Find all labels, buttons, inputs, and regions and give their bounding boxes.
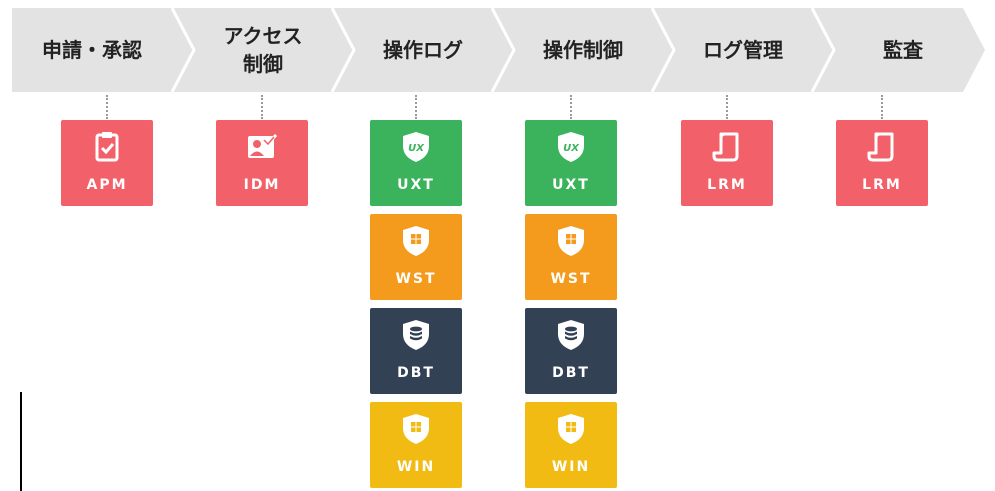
windows-shield-icon — [401, 412, 431, 446]
windows-shield-icon — [401, 224, 431, 258]
process-arrow-bar — [12, 7, 985, 93]
product-tile-lrm[interactable]: LRM — [836, 120, 928, 206]
dotted-connector — [726, 95, 728, 119]
dotted-connector — [415, 95, 417, 119]
chevron-divider — [170, 7, 196, 93]
product-tile-wst[interactable]: WST — [525, 214, 617, 300]
scroll-icon — [712, 130, 742, 164]
product-tile-apm[interactable]: APM — [61, 120, 153, 206]
chevron-step-2 — [172, 8, 354, 92]
product-tile-dbt[interactable]: DBT — [525, 308, 617, 394]
dotted-connector — [570, 95, 572, 119]
step-label: 操作制御 — [543, 38, 623, 62]
chevron-step-3 — [332, 8, 514, 92]
windows-shield-icon — [556, 224, 586, 258]
id-card-check-icon — [247, 130, 278, 164]
product-tile-idm[interactable]: IDM — [216, 120, 308, 206]
ux-shield-icon: UX — [556, 130, 586, 164]
product-code-label: WST — [550, 271, 592, 287]
product-code-label: WST — [395, 271, 437, 287]
product-code-label: IDM — [243, 177, 281, 193]
chevron-step-6 — [812, 8, 985, 92]
step-label: ログ管理 — [703, 38, 783, 62]
product-tile-uxt[interactable]: UX UXT — [370, 120, 462, 206]
dotted-connector — [106, 95, 108, 119]
product-code-label: APM — [86, 177, 128, 193]
chevron-step-5 — [652, 8, 834, 92]
chevron-divider — [490, 7, 516, 93]
windows-shield-icon — [556, 412, 586, 446]
product-tile-lrm[interactable]: LRM — [681, 120, 773, 206]
chevron-divider — [650, 7, 676, 93]
vertical-divider-line — [20, 392, 22, 491]
chevron-divider — [330, 7, 356, 93]
chevron-divider — [810, 7, 836, 93]
product-code-label: WIN — [396, 459, 436, 475]
product-code-label: DBT — [397, 365, 435, 381]
svg-text:UX: UX — [563, 143, 580, 154]
product-code-label: LRM — [707, 177, 747, 193]
clipboard-check-icon — [92, 130, 122, 164]
product-code-label: LRM — [862, 177, 902, 193]
step-label: 監査 — [883, 38, 923, 62]
product-tile-uxt[interactable]: UX UXT — [525, 120, 617, 206]
product-tile-dbt[interactable]: DBT — [370, 308, 462, 394]
product-code-label: WIN — [551, 459, 591, 475]
svg-text:UX: UX — [408, 143, 425, 154]
database-shield-icon — [401, 318, 431, 352]
dotted-connector — [881, 95, 883, 119]
product-code-label: DBT — [552, 365, 590, 381]
product-tile-win[interactable]: WIN — [370, 402, 462, 488]
step-label: 申請・承認 — [42, 38, 142, 62]
chevron-step-1 — [12, 8, 194, 92]
dotted-connector — [261, 95, 263, 119]
scroll-icon — [867, 130, 897, 164]
product-tile-wst[interactable]: WST — [370, 214, 462, 300]
product-code-label: UXT — [397, 177, 435, 193]
chevron-step-4 — [492, 8, 674, 92]
step-label: アクセス 制御 — [223, 24, 303, 76]
ux-shield-icon: UX — [401, 130, 431, 164]
product-code-label: UXT — [552, 177, 590, 193]
database-shield-icon — [556, 318, 586, 352]
step-label: 操作ログ — [383, 38, 463, 62]
product-tile-win[interactable]: WIN — [525, 402, 617, 488]
